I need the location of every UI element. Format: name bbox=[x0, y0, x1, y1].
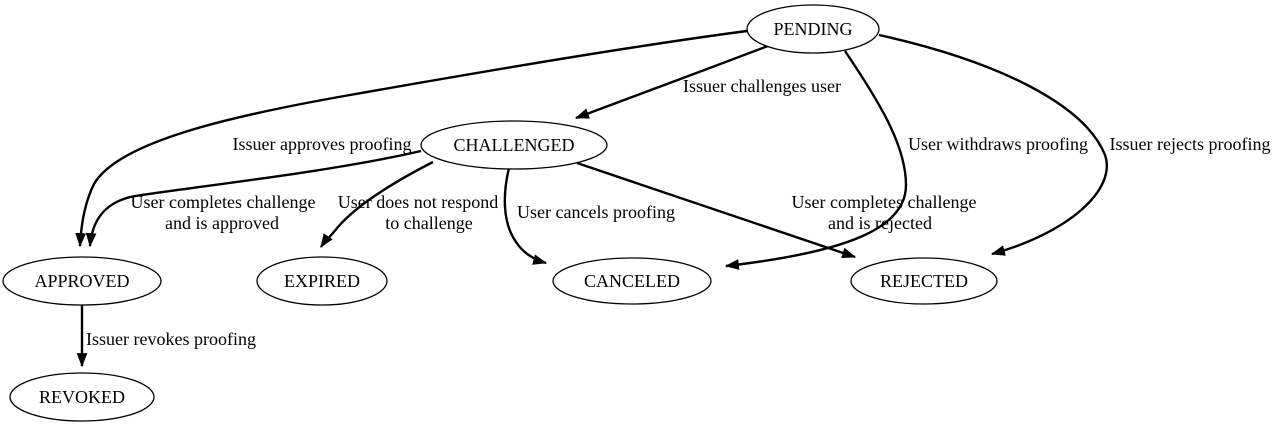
edge-group bbox=[75, 29, 1108, 368]
node-pending: PENDING bbox=[746, 4, 880, 54]
edge-pending-challenged bbox=[574, 44, 769, 120]
edge-label-user-completes-challenge-approved-line1: User completes challenge bbox=[131, 192, 316, 212]
node-pending-ellipse bbox=[746, 4, 880, 54]
edge-label-user-completes-challenge-approved-line2: and is approved bbox=[165, 213, 279, 233]
edge-label-issuer-approves-proofing: Issuer approves proofing bbox=[233, 134, 412, 154]
edge-pending-canceled bbox=[724, 50, 908, 270]
node-canceled-label: CANCELED bbox=[584, 271, 680, 291]
node-group: PENDING CHALLENGED APPROVED EXPIRED CANC… bbox=[2, 4, 998, 422]
node-expired-ellipse bbox=[256, 256, 388, 306]
node-expired: EXPIRED bbox=[256, 256, 388, 306]
node-challenged-label: CHALLENGED bbox=[454, 135, 575, 155]
node-canceled: CANCELED bbox=[552, 257, 712, 305]
edge-label-user-completes-challenge-rejected-line1: User completes challenge bbox=[792, 192, 977, 212]
edge-label-user-does-not-respond-line2: to challenge bbox=[385, 213, 472, 233]
node-approved: APPROVED bbox=[2, 256, 162, 306]
edge-label-user-cancels-proofing: User cancels proofing bbox=[517, 202, 675, 222]
node-revoked: REVOKED bbox=[9, 372, 155, 422]
node-approved-label: APPROVED bbox=[34, 271, 129, 291]
edge-label-user-completes-challenge-rejected-line2: and is rejected bbox=[828, 213, 932, 233]
edge-label-group: Issuer challenges user Issuer approves p… bbox=[86, 76, 1270, 349]
node-canceled-ellipse bbox=[552, 257, 712, 305]
node-rejected-ellipse bbox=[850, 257, 998, 305]
edge-pending-approved bbox=[75, 29, 748, 248]
node-challenged-ellipse bbox=[420, 120, 608, 170]
edge-challenged-canceled bbox=[503, 167, 548, 265]
node-revoked-label: REVOKED bbox=[39, 387, 125, 407]
edge-challenged-rejected bbox=[576, 161, 857, 259]
node-pending-label: PENDING bbox=[774, 19, 853, 39]
node-challenged: CHALLENGED bbox=[420, 120, 608, 170]
edge-challenged-expired bbox=[320, 160, 434, 248]
edge-challenged-approved bbox=[85, 149, 422, 248]
node-expired-label: EXPIRED bbox=[284, 271, 360, 291]
edge-label-user-does-not-respond-line1: User does not respond bbox=[338, 192, 498, 212]
node-revoked-ellipse bbox=[9, 372, 155, 422]
node-rejected: REJECTED bbox=[850, 257, 998, 305]
node-rejected-label: REJECTED bbox=[880, 271, 968, 291]
edge-label-issuer-rejects-proofing: Issuer rejects proofing bbox=[1110, 134, 1271, 154]
node-approved-ellipse bbox=[2, 256, 162, 306]
edge-pending-rejected bbox=[878, 33, 1108, 256]
edge-label-issuer-challenges-user: Issuer challenges user bbox=[683, 76, 841, 96]
edge-label-user-withdraws-proofing: User withdraws proofing bbox=[908, 134, 1088, 154]
edge-label-issuer-revokes-proofing: Issuer revokes proofing bbox=[86, 329, 256, 349]
